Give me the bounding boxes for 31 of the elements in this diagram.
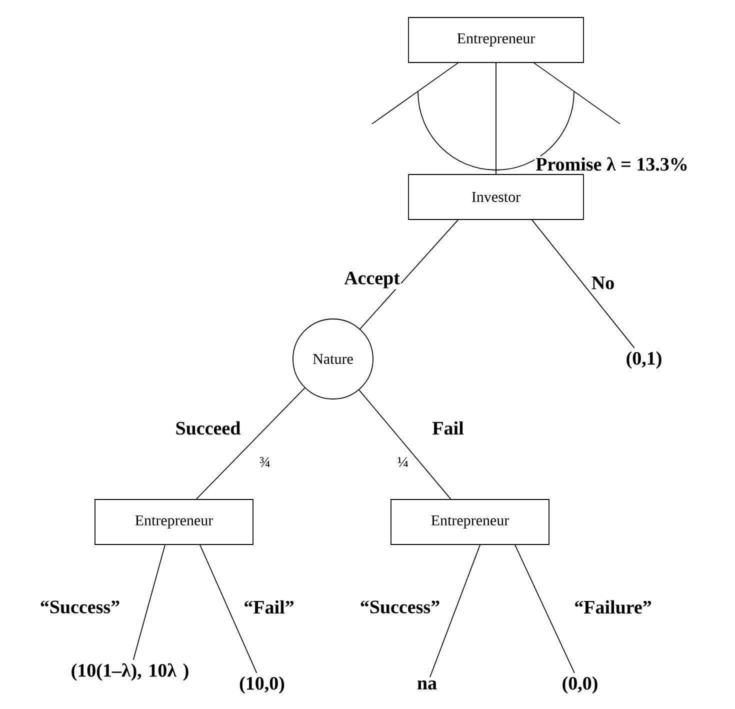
- player-box: Entrepreneur: [390, 499, 550, 545]
- branch-line: [200, 544, 258, 674]
- player-box: Investor: [408, 174, 584, 220]
- branch-line: [372, 62, 458, 124]
- edge-label: “Fail”: [242, 599, 296, 615]
- edge-label: Fail: [431, 420, 465, 436]
- payoff-text: (10(1–λ), 10λ ): [72, 663, 188, 681]
- edge-label: “Failure”: [573, 599, 653, 615]
- edge-label: No: [590, 276, 616, 290]
- branch-line: [430, 544, 480, 678]
- branch-line: [360, 220, 458, 330]
- edge-label: Succeed: [174, 420, 242, 436]
- probability-label: ¾: [260, 457, 270, 467]
- branch-line: [132, 544, 166, 660]
- payoff-text: (0,1): [626, 351, 662, 369]
- payoff-text: (0,0): [562, 676, 598, 694]
- branch-line: [514, 544, 575, 674]
- player-box: Entrepreneur: [408, 17, 584, 63]
- probability-label: ¼: [398, 457, 408, 467]
- edge-label: Accept: [343, 270, 401, 290]
- edge-label: “Success”: [38, 600, 122, 614]
- branch-line: [196, 388, 306, 500]
- branch-line: [534, 62, 620, 124]
- edge-label: Promise λ = 13.3%: [534, 156, 690, 172]
- branch-line: [532, 220, 635, 348]
- branch-line: [358, 390, 452, 500]
- payoff-text: na: [418, 680, 437, 690]
- continuum-arc: [418, 92, 574, 170]
- edge-label: “Success”: [358, 600, 442, 614]
- payoff-text: (10,0): [240, 676, 284, 694]
- player-box: Entrepreneur: [94, 499, 254, 545]
